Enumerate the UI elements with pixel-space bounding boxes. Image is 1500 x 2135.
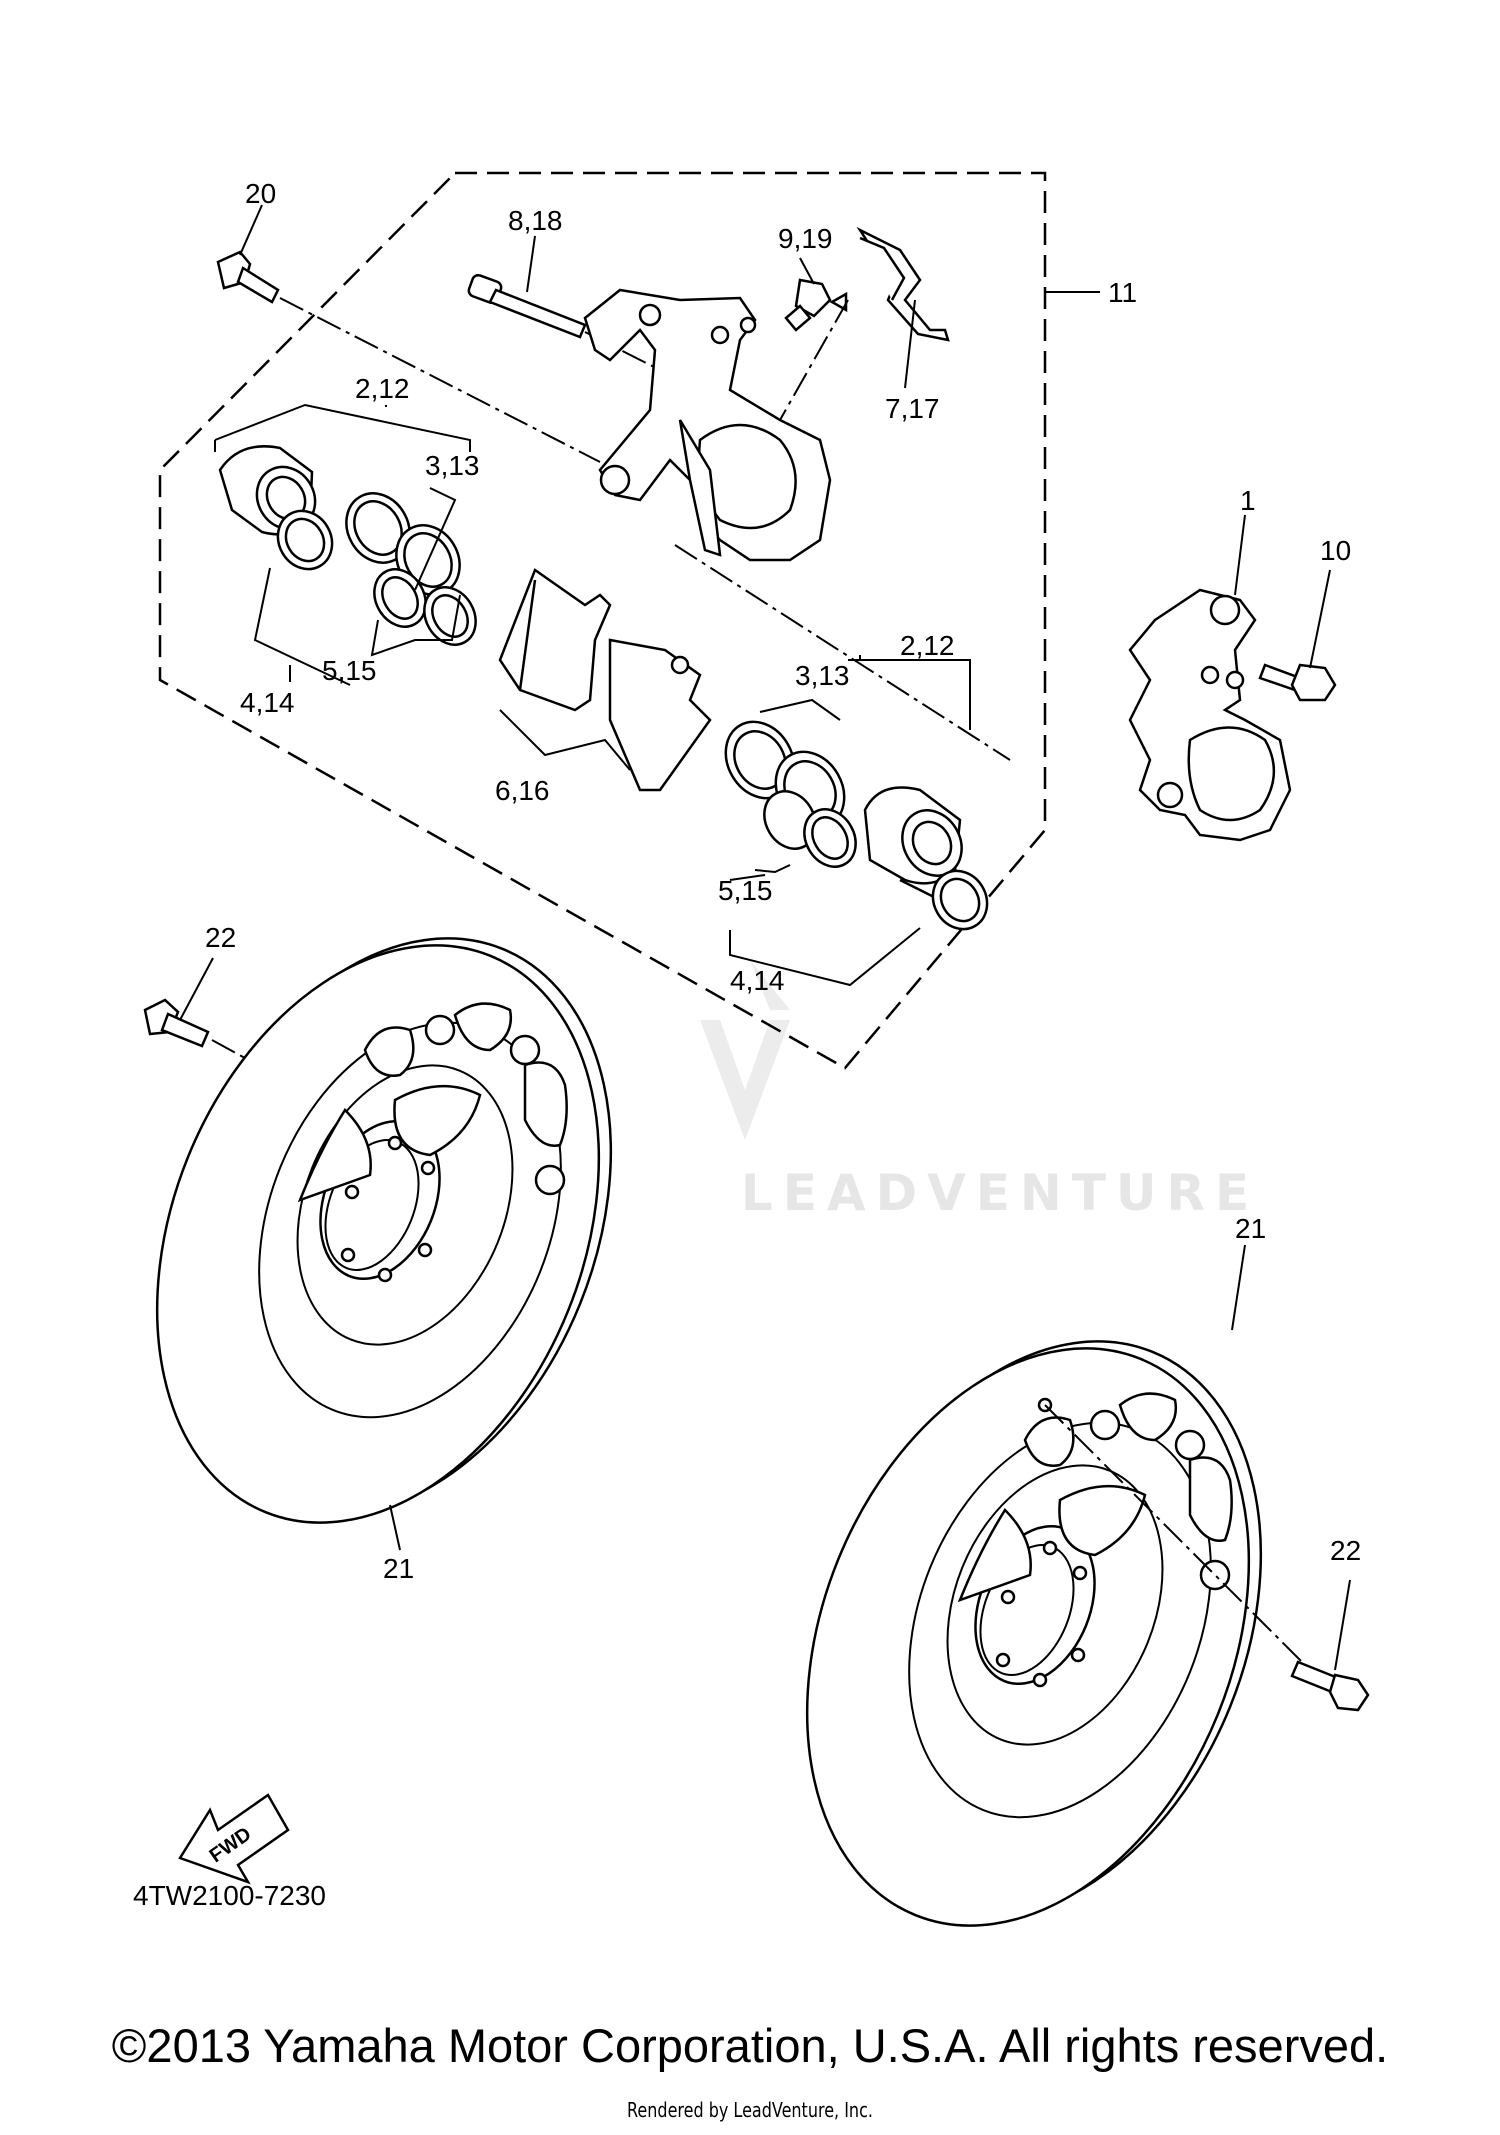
diagram-code: 4TW2100-7230 xyxy=(133,1880,326,1911)
callout-2-12-left: 2,12 xyxy=(355,373,410,404)
callout-22-right: 22 xyxy=(1330,1535,1361,1566)
callout-3-13-right: 3,13 xyxy=(795,660,850,691)
callout-22-left: 22 xyxy=(205,922,236,953)
callout-7-17: 7,17 xyxy=(885,393,940,424)
dust-seal-left-4-14[interactable] xyxy=(267,501,342,579)
piston-right-2-12[interactable] xyxy=(863,786,973,887)
callout-20: 20 xyxy=(245,178,276,209)
disc-bolt-22-left[interactable] xyxy=(143,998,210,1048)
seal-ring-left-5-15[interactable] xyxy=(364,560,486,654)
dust-seal-right-4-14[interactable] xyxy=(899,861,998,939)
callout-1: 1 xyxy=(1240,485,1256,516)
brake-disc-21-right[interactable] xyxy=(726,1275,1343,1992)
leadventure-watermark: LEADVENTURE xyxy=(700,960,1259,1222)
callout-8-18: 8,18 xyxy=(508,205,563,236)
callout-11: 11 xyxy=(1108,277,1137,308)
callout-4-14-right: 4,14 xyxy=(730,965,785,996)
brake-disc-21-left[interactable] xyxy=(76,872,693,1589)
callout-6-16: 6,16 xyxy=(495,775,550,806)
callout-9-19: 9,19 xyxy=(778,223,833,254)
caliper-body-exploded[interactable] xyxy=(583,288,832,562)
callout-3-13-left: 3,13 xyxy=(425,450,480,481)
bolt-10[interactable] xyxy=(1258,663,1337,702)
disc-bolt-22-right[interactable] xyxy=(1290,1660,1370,1712)
brake-pad-6-16[interactable] xyxy=(498,568,712,792)
pad-spring-7-17[interactable] xyxy=(856,226,950,342)
fwd-direction-arrow: FWD xyxy=(178,1793,290,1885)
bleed-screw-9-19[interactable] xyxy=(784,278,848,332)
rendered-by-notice: Rendered by LeadVenture, Inc. xyxy=(627,2098,873,2122)
copyright-notice: ©2013 Yamaha Motor Corporation, U.S.A. A… xyxy=(111,2019,1389,2072)
piston-left-2-12[interactable] xyxy=(218,445,326,539)
callout-4-14-left: 4,14 xyxy=(240,687,295,718)
callout-5-15-right: 5,15 xyxy=(718,875,773,906)
caliper-assembly-1[interactable] xyxy=(1128,588,1292,842)
callout-21-right: 21 xyxy=(1235,1213,1266,1244)
watermark-text: LEADVENTURE xyxy=(741,1164,1259,1222)
callout-2-12-right: 2,12 xyxy=(900,630,955,661)
caliper-assembly-boundary xyxy=(158,171,1047,1070)
callout-21-left: 21 xyxy=(383,1553,414,1584)
pin-8-18[interactable] xyxy=(467,273,587,339)
callout-10: 10 xyxy=(1320,535,1351,566)
bolt-20[interactable] xyxy=(216,250,280,304)
callout-5-15-left: 5,15 xyxy=(322,655,377,686)
seal-ring-right-5-15[interactable] xyxy=(754,782,866,876)
